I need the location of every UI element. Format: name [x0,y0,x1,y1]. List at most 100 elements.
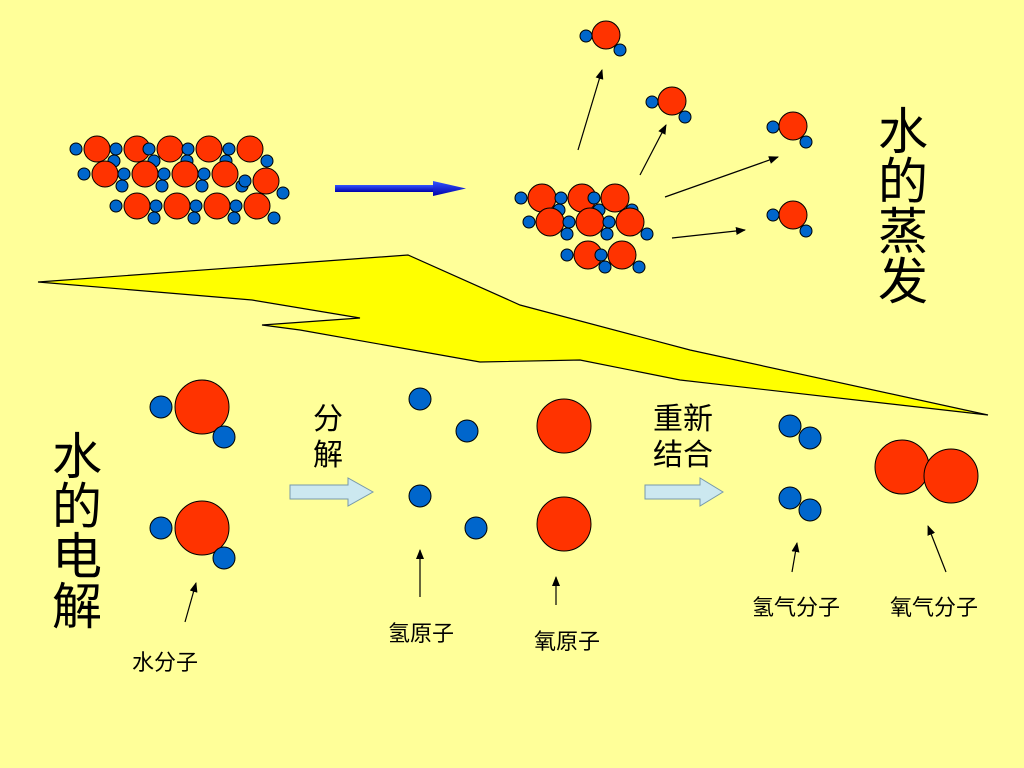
hydrogen-atom [522,215,536,229]
hydrogen-atom [149,199,163,213]
escape-arrow [639,124,667,176]
hydrogen-atom [109,199,123,213]
oxygen-atom [156,135,184,163]
hydrogen-atom [464,516,488,540]
hydrogen-atom [260,154,274,168]
oxygen-atom [174,500,230,556]
escape-arrow [664,156,779,198]
oxygen-atom [174,379,230,435]
label-oxygen-molecule: 氧气分子 [890,596,979,621]
decompose-arrow [289,477,375,507]
label-water-molecule: 水分子 [132,651,199,676]
oxygen-atom [607,240,637,270]
hydrogen-atom [69,142,83,156]
hydrogen-atom [554,191,568,205]
hydrogen-atom [117,167,131,181]
oxygen-atom [243,192,271,220]
oxygen-atom [923,448,979,504]
escape-arrow [671,227,746,239]
hydrogen-atom [799,224,813,238]
hydrogen-atom [77,167,91,181]
oxygen-atom [778,111,808,141]
hydrogen-atom [799,135,813,149]
recombine-arrow [644,477,724,507]
hydrogen-atom [227,211,241,225]
hydrogen-atom [187,211,201,225]
oxygen-atom [171,160,199,188]
label-hydrogen-atom: 氢原子 [388,622,455,647]
title-electrolysis: 水的电解 [44,430,102,630]
hydrogen-atom [238,174,252,188]
hydrogen-atom [594,248,608,262]
hydrogen-atom [600,227,614,241]
hydrogen-atom [222,142,236,156]
hydrogen-atom [408,387,432,411]
hydrogen-atom [778,486,802,510]
oxygen-atom [575,207,605,237]
pointer-oxygen-molecule [927,525,947,573]
hydrogen-atom [157,167,171,181]
hydrogen-atom [455,419,479,443]
oxygen-atom [657,86,687,116]
oxygen-atom [591,20,621,50]
oxygen-atom [203,192,231,220]
oxygen-atom [536,398,592,454]
oxygen-atom [536,496,592,552]
label-hydrogen-molecule: 氢气分子 [752,596,841,621]
hydrogen-atom [149,395,173,419]
hydrogen-atom [632,260,646,274]
label-decompose: 分 解 [303,402,353,474]
hydrogen-atom [598,260,612,274]
hydrogen-atom [640,227,654,241]
oxygen-atom [535,207,565,237]
hydrogen-atom [212,546,236,570]
oxygen-atom [163,192,191,220]
hydrogen-atom [645,95,659,109]
hydrogen-atom [181,142,195,156]
oxygen-atom [123,192,151,220]
hydrogen-atom [579,29,593,43]
hydrogen-atom [766,208,780,222]
oxygen-atom [131,160,159,188]
hydrogen-atom [602,215,616,229]
hydrogen-atom [560,227,574,241]
hydrogen-atom [408,484,432,508]
hydrogen-atom [142,142,156,156]
oxygen-atom [778,200,808,230]
hydrogen-atom [514,191,528,205]
title-evaporation: 水的蒸发 [870,105,928,305]
oxygen-atom [600,183,630,213]
oxygen-atom [83,135,111,163]
hydrogen-atom [778,414,802,438]
label-decompose-text: 分 解 [313,402,343,473]
pointer-hydrogen-molecule [791,542,800,573]
oxygen-atom [874,439,930,495]
oxygen-atom [615,207,645,237]
label-recombine: 重新 结合 [643,402,723,474]
hydrogen-atom [560,248,574,262]
hydrogen-atom [562,215,576,229]
oxygen-atom [91,160,119,188]
oxygen-atom [211,160,239,188]
atoms-layer [69,20,979,570]
hydrogen-atom [267,211,281,225]
hydrogen-atom [798,426,822,450]
hydrogen-atom [613,43,627,57]
label-recombine-text: 重新 结合 [653,402,713,473]
hydrogen-atom [766,120,780,134]
hydrogen-atom [189,199,203,213]
hydrogen-atom [147,211,161,225]
hydrogen-atom [155,179,169,193]
hydrogen-atom [195,179,209,193]
hydrogen-atom [798,498,822,522]
oxygen-atom [252,167,280,195]
hydrogen-atom [149,516,173,540]
label-oxygen-atom: 氧原子 [534,630,601,655]
evaporation-arrow [335,181,466,196]
hydrogen-atom [115,179,129,193]
hydrogen-atom [109,142,123,156]
hydrogen-atom [276,186,290,200]
escape-arrow [577,69,604,151]
